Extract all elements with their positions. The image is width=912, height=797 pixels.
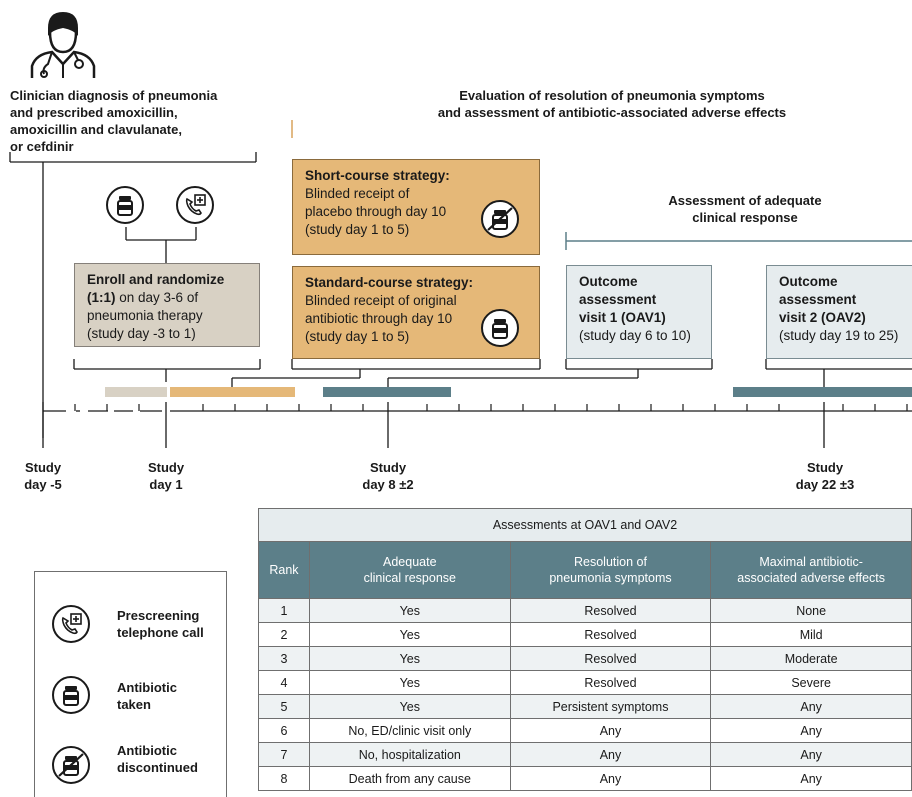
pill-bottle-icon (52, 676, 90, 714)
timeline-bar-oav2 (733, 387, 912, 397)
table-cell: Resolved (509, 622, 712, 647)
table-cell: Any (710, 694, 912, 719)
phone-icon (176, 186, 214, 224)
table-cell: No, hospitalization (308, 742, 511, 767)
table-cell: 2 (258, 622, 310, 647)
table-cell: Yes (308, 622, 511, 647)
table-cell: 4 (258, 670, 310, 695)
header-adverse-effects: Maximal antibiotic-associated adverse ef… (710, 541, 912, 599)
table-cell: None (710, 598, 912, 623)
pill-bottle-crossed-icon (52, 746, 90, 784)
table-cell: Yes (308, 646, 511, 671)
table-cell: Resolved (509, 670, 712, 695)
oav2-box: Outcome assessment visit 2 (OAV2) (study… (766, 265, 912, 359)
clinician-icon (30, 12, 96, 78)
diagram-lines (9, 120, 912, 448)
table-cell: 1 (258, 598, 310, 623)
table-cell: Yes (308, 670, 511, 695)
table-cell: Any (509, 718, 712, 743)
table-cell: Any (710, 742, 912, 767)
table-cell: Any (509, 742, 712, 767)
table-cell: No, ED/clinic visit only (308, 718, 511, 743)
table-cell: 6 (258, 718, 310, 743)
table-cell: Mild (710, 622, 912, 647)
evaluation-text: Evaluation of resolution of pneumonia sy… (437, 88, 787, 120)
table-cell: Moderate (710, 646, 912, 671)
table-cell: Severe (710, 670, 912, 695)
enroll-box: Enroll and randomize (1:1) on day 3-6 of… (74, 263, 260, 347)
pill-bottle-crossed-icon (481, 200, 519, 238)
header-rank: Rank (258, 541, 310, 599)
pill-bottle-icon (481, 309, 519, 347)
short-course-box: Short-course strategy: Blinded receipt o… (292, 159, 540, 255)
timeline-bar-enroll (105, 387, 167, 397)
timeline-bar-oav1 (323, 387, 451, 397)
table-cell: Any (710, 766, 912, 791)
table-cell: 7 (258, 742, 310, 767)
table-cell: Persistent symptoms (509, 694, 712, 719)
adequate-response-text: Assessment of adequate clinical response (668, 193, 822, 225)
table-cell: Any (509, 766, 712, 791)
table-cell: 8 (258, 766, 310, 791)
table-cell: 5 (258, 694, 310, 719)
assessments-table: Assessments at OAV1 and OAV2 Rank Adequa… (258, 508, 912, 791)
diagnosis-text: Clinician diagnosis of pneumonia and pre… (10, 88, 218, 154)
timeline-bar-treatment (170, 387, 295, 397)
table-cell: 3 (258, 646, 310, 671)
standard-course-box: Standard-course strategy: Blinded receip… (292, 266, 540, 359)
phone-icon (52, 605, 90, 643)
table-cell: Death from any cause (308, 766, 511, 791)
table-cell: Any (710, 718, 912, 743)
oav1-box: Outcome assessment visit 1 (OAV1) (study… (566, 265, 712, 359)
table-cell: Yes (308, 694, 511, 719)
table-cell: Resolved (509, 646, 712, 671)
table-cell: Resolved (509, 598, 712, 623)
pill-bottle-icon (106, 186, 144, 224)
table-caption: Assessments at OAV1 and OAV2 (258, 508, 912, 542)
table-cell: Yes (308, 598, 511, 623)
